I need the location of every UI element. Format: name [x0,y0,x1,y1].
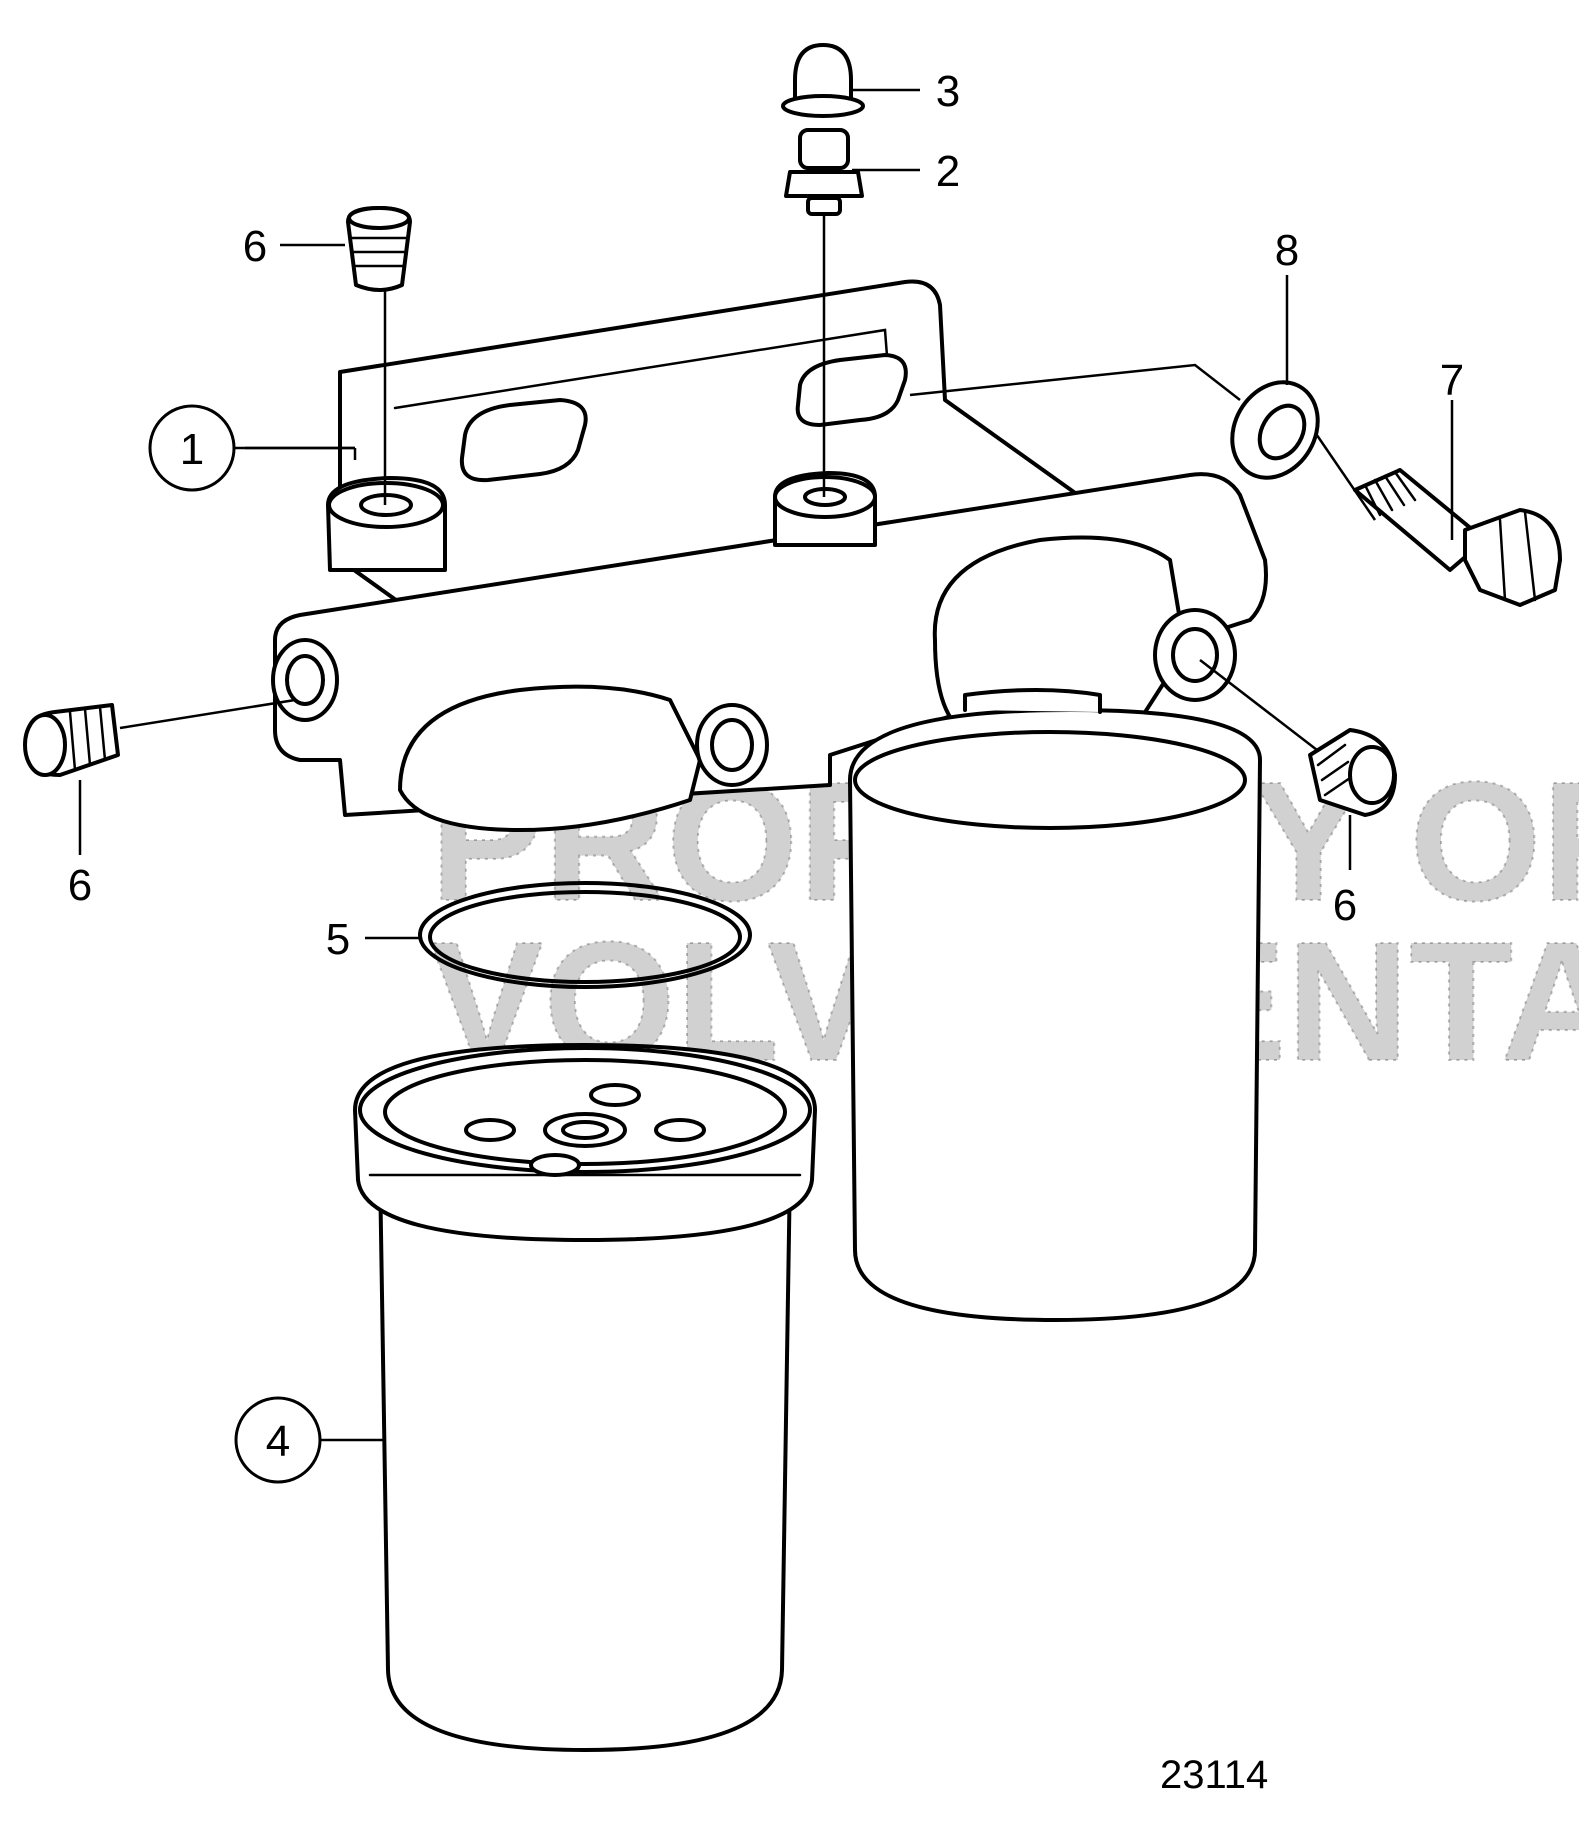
callout-6-right-label: 6 [1333,881,1357,930]
figure-number: 23114 [1160,1753,1268,1797]
callout-1: 1 [148,404,355,492]
callout-4: 4 [234,1396,385,1484]
callout-3: 3 [853,67,960,116]
callout-6-top-label: 6 [243,222,267,271]
plug-part-right [1308,728,1397,817]
callout-6-top: 6 [243,222,345,271]
callout-5-label: 5 [326,915,350,964]
callout-6-left-label: 6 [68,861,92,910]
plug-part-top [346,206,412,292]
o-ring-part [418,881,752,989]
filter-bracket-part [271,279,1268,832]
callout-5: 5 [326,915,420,964]
cap-part [781,43,865,118]
callout-1-label: 1 [180,425,204,474]
callout-2: 2 [852,147,960,196]
callout-3-label: 3 [936,67,960,116]
filter-cartridge-part [353,1043,817,1752]
bolt-part [1353,468,1562,607]
mounted-filter-cartridge [848,688,1262,1322]
nipple-part [784,128,864,216]
callout-8: 8 [1275,226,1299,385]
callout-7: 7 [1440,356,1464,540]
callout-7-label: 7 [1440,356,1464,405]
washer-part [1230,380,1320,480]
callout-2-label: 2 [936,147,960,196]
plug-part-left [23,703,120,777]
callout-4-label: 4 [266,1417,290,1466]
callout-6-left: 6 [68,780,92,910]
callout-6-right: 6 [1333,815,1357,930]
callout-8-label: 8 [1275,226,1299,275]
